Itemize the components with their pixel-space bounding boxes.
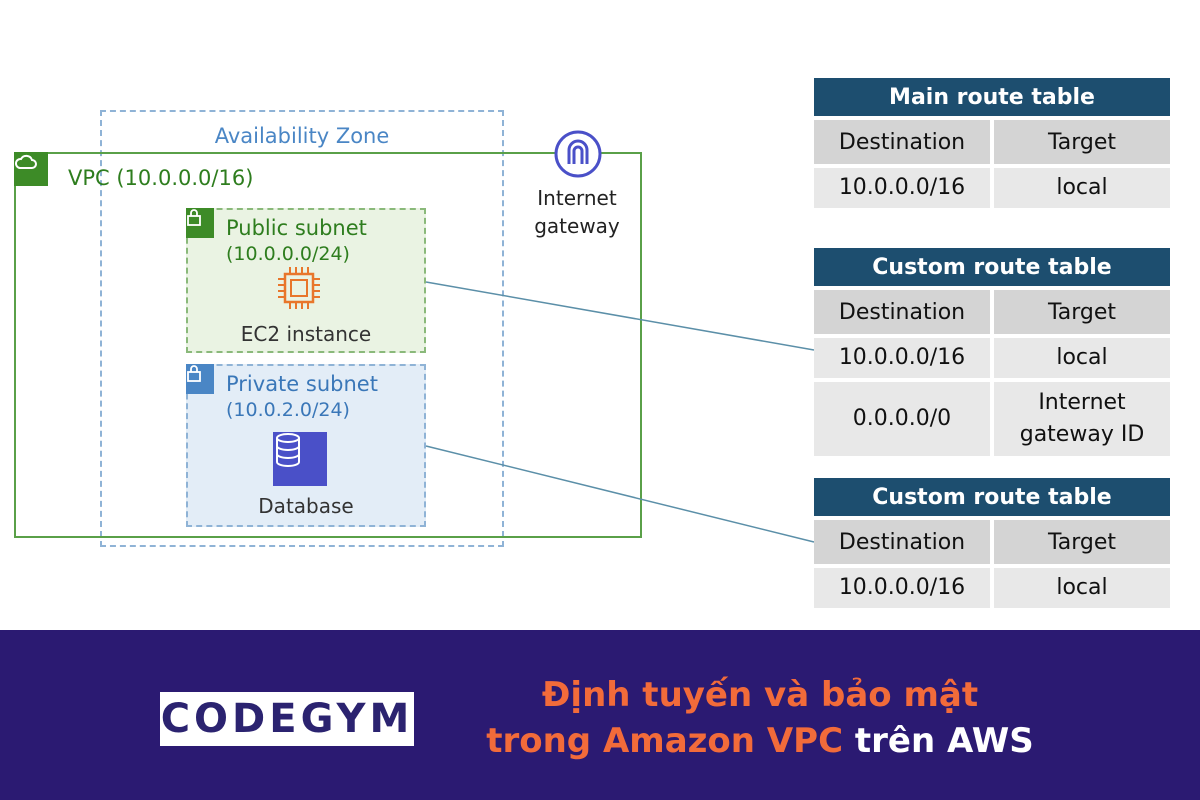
vpc-label: VPC (10.0.0.0/16) bbox=[68, 166, 254, 190]
headline-line1: Định tuyến và bảo mật bbox=[541, 675, 979, 715]
header-target: Target bbox=[994, 290, 1170, 334]
logo-text: CODEGYM bbox=[160, 696, 414, 742]
headline-line2-white: trên AWS bbox=[843, 721, 1034, 761]
vpc-cloud-icon bbox=[14, 152, 48, 186]
availability-zone-box bbox=[100, 110, 504, 547]
public-subnet-label: Public subnet bbox=[226, 216, 367, 240]
header-destination: Destination bbox=[814, 290, 990, 334]
private-subnet-cidr: (10.0.2.0/24) bbox=[226, 399, 350, 421]
custom-route-table-private: Custom route table Destination Target 10… bbox=[814, 478, 1170, 608]
cell-target-line1: Internet bbox=[1038, 390, 1126, 415]
header-destination: Destination bbox=[814, 520, 990, 564]
cell-destination: 10.0.0.0/16 bbox=[814, 338, 990, 378]
internet-gateway-icon bbox=[552, 128, 604, 180]
lock-icon bbox=[186, 364, 214, 394]
lock-icon bbox=[186, 208, 214, 238]
internet-gateway-line2: gateway bbox=[534, 214, 620, 238]
cell-destination: 0.0.0.0/0 bbox=[814, 382, 990, 456]
route-table-header: Destination Target bbox=[814, 520, 1170, 564]
codegym-logo: CODEGYM bbox=[160, 692, 414, 746]
ec2-chip-icon bbox=[276, 265, 322, 311]
database-label: Database bbox=[258, 494, 354, 518]
vpc-box bbox=[14, 152, 642, 538]
header-target: Target bbox=[994, 520, 1170, 564]
table-row: 10.0.0.0/16 local bbox=[814, 338, 1170, 378]
banner-headline: Định tuyến và bảo mật trong Amazon VPC t… bbox=[430, 672, 1090, 764]
cell-target: Internet gateway ID bbox=[994, 382, 1170, 456]
route-table-title: Custom route table bbox=[814, 478, 1170, 516]
public-subnet-cidr: (10.0.0.0/24) bbox=[226, 243, 350, 265]
internet-gateway-label: Internet gateway bbox=[512, 184, 642, 240]
route-table-header: Destination Target bbox=[814, 120, 1170, 164]
route-table-title: Custom route table bbox=[814, 248, 1170, 286]
connector-private-to-custom2 bbox=[425, 445, 815, 543]
public-subnet-box bbox=[186, 208, 426, 353]
table-row: 10.0.0.0/16 local bbox=[814, 568, 1170, 608]
cell-target: local bbox=[994, 338, 1170, 378]
header-destination: Destination bbox=[814, 120, 990, 164]
ec2-label: EC2 instance bbox=[240, 322, 372, 346]
database-icon bbox=[273, 432, 327, 486]
route-table-header: Destination Target bbox=[814, 290, 1170, 334]
cell-destination: 10.0.0.0/16 bbox=[814, 168, 990, 208]
headline-line2: trong Amazon VPC trên AWS bbox=[430, 718, 1090, 764]
route-table-title: Main route table bbox=[814, 78, 1170, 116]
main-route-table: Main route table Destination Target 10.0… bbox=[814, 78, 1170, 208]
cell-target: local bbox=[994, 568, 1170, 608]
header-target: Target bbox=[994, 120, 1170, 164]
connector-public-to-custom1 bbox=[425, 281, 815, 351]
headline-line2-orange: trong Amazon VPC bbox=[486, 721, 844, 761]
availability-zone-label: Availability Zone bbox=[214, 124, 390, 148]
custom-route-table-public: Custom route table Destination Target 10… bbox=[814, 248, 1170, 456]
table-row: 10.0.0.0/16 local bbox=[814, 168, 1170, 208]
internet-gateway-line1: Internet bbox=[537, 186, 617, 210]
connector-lines bbox=[425, 281, 815, 543]
table-row: 0.0.0.0/0 Internet gateway ID bbox=[814, 382, 1170, 456]
private-subnet-label: Private subnet bbox=[226, 372, 378, 396]
vpc-diagram: Availability Zone VPC (10.0.0.0/16) Publ… bbox=[14, 78, 1170, 608]
cell-target-line2: gateway ID bbox=[1019, 422, 1145, 447]
cell-target: local bbox=[994, 168, 1170, 208]
footer-banner: CODEGYM Định tuyến và bảo mật trong Amaz… bbox=[0, 630, 1200, 800]
cell-destination: 10.0.0.0/16 bbox=[814, 568, 990, 608]
